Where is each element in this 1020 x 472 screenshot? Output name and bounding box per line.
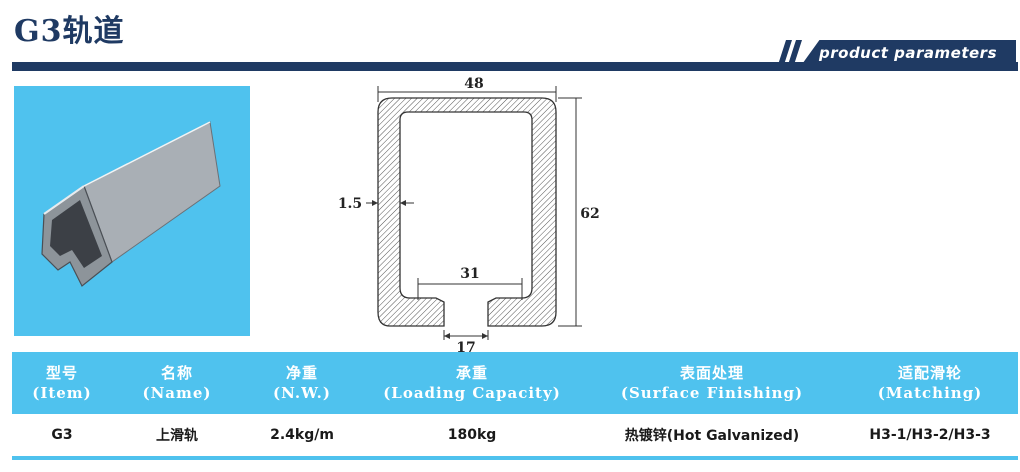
table-header: 型号(Item) 名称(Name) 净重(N.W.) 承重(Loading Ca… [12, 352, 1018, 414]
cell-nw: 2.4kg/m [270, 427, 334, 443]
dim-inner: 31 [460, 266, 479, 282]
rail-illustration [41, 121, 221, 287]
col-surface-finishing: 表面处理(Surface Finishing) [620, 364, 804, 402]
col-name: 名称(Name) [142, 364, 212, 402]
col-nw: 净重(N.W.) [273, 364, 331, 402]
dim-height: 62 [580, 206, 599, 222]
table-bottom-rule [12, 456, 1018, 460]
page-title: G3轨道 [14, 14, 125, 49]
table-row: G3 上滑轨 2.4kg/m 180kg 热镀锌(Hot Galvanized)… [12, 418, 1018, 452]
cell-surface-finishing: 热镀锌(Hot Galvanized) [624, 428, 800, 444]
dim-width: 48 [464, 76, 483, 92]
col-item: 型号(Item) [32, 364, 92, 402]
profile-wall [377, 97, 557, 327]
dim-thickness: 1.5 [338, 196, 362, 212]
col-loading-capacity: 承重(Loading Capacity) [383, 364, 561, 402]
col-matching: 适配滑轮(Matching) [877, 364, 983, 402]
cell-item: G3 [51, 427, 73, 443]
dim-slot: 17 [456, 340, 475, 354]
cross-section-drawing: 48 62 1.5 31 17 [338, 76, 600, 354]
product-photo [14, 86, 250, 336]
header-rule [12, 62, 1018, 71]
cell-name: 上滑轨 [156, 428, 198, 444]
cell-matching: H3-1/H3-2/H3-3 [869, 427, 991, 443]
cell-loading-capacity: 180kg [447, 427, 497, 443]
section-label: product parameters [800, 40, 1016, 67]
